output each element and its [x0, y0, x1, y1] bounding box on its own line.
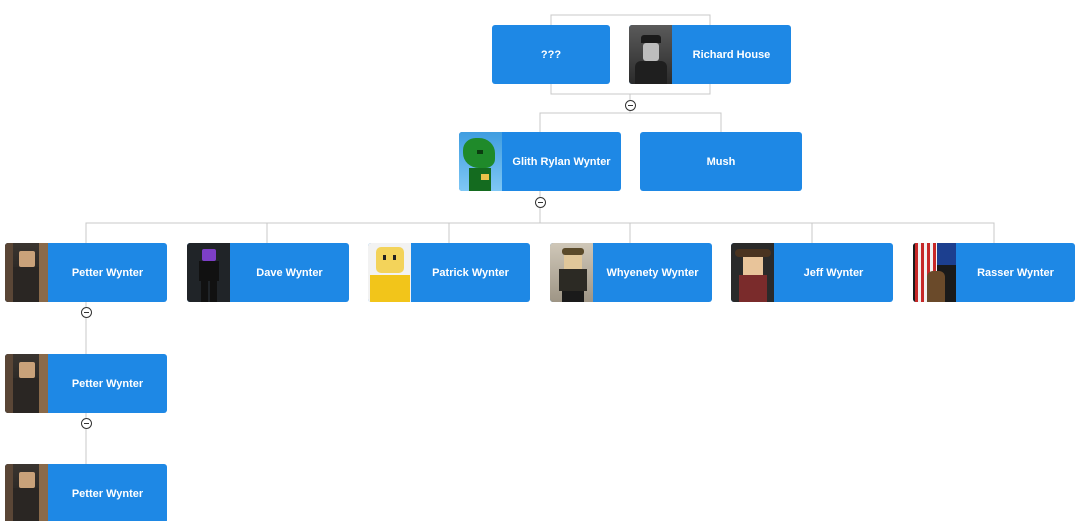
person-node-petter-wynter[interactable]: Petter Wynter — [5, 464, 167, 521]
couple-connector — [550, 14, 711, 25]
person-node-patrick-wynter[interactable]: Patrick Wynter — [368, 243, 530, 302]
person-node-petter-wynter[interactable]: Petter Wynter — [5, 354, 167, 413]
person-name: Richard House — [692, 48, 771, 61]
desert-soldier-avatar-icon — [550, 243, 593, 302]
collapse-toggle-icon[interactable] — [81, 418, 92, 429]
flag-avatar-icon — [913, 243, 956, 302]
person-node-jeff-wynter[interactable]: Jeff Wynter — [731, 243, 893, 302]
person-node-whyenety-wynter[interactable]: Whyenety Wynter — [550, 243, 712, 302]
person-node-mush[interactable]: Mush — [640, 132, 802, 191]
cowboy-avatar-icon — [731, 243, 774, 302]
person-name: ??? — [540, 48, 562, 61]
green-creature-avatar-icon — [459, 132, 502, 191]
sibling-connector — [85, 222, 995, 243]
purple-ninja-avatar-icon — [187, 243, 230, 302]
person-name: Petter Wynter — [71, 377, 144, 390]
person-name: Petter Wynter — [71, 266, 144, 279]
person-node-richard-house[interactable]: Richard House — [629, 25, 791, 84]
person-name: Patrick Wynter — [432, 266, 509, 279]
person-node-unknown[interactable]: ??? — [492, 25, 610, 84]
dark-figure-avatar-icon — [5, 243, 48, 302]
person-node-dave-wynter[interactable]: Dave Wynter — [187, 243, 349, 302]
collapse-toggle-icon[interactable] — [81, 307, 92, 318]
descent-connector — [539, 110, 722, 132]
dark-figure-avatar-icon — [5, 354, 48, 413]
person-node-petter-wynter[interactable]: Petter Wynter — [5, 243, 167, 302]
person-name: Petter Wynter — [71, 487, 144, 500]
person-name: Dave Wynter — [256, 266, 323, 279]
person-name: Whyenety Wynter — [606, 266, 699, 279]
police-officer-avatar-icon — [629, 25, 672, 84]
dark-figure-avatar-icon — [5, 464, 48, 521]
person-name: Glith Rylan Wynter — [512, 155, 611, 168]
person-name: Mush — [706, 155, 736, 168]
collapse-toggle-icon[interactable] — [535, 197, 546, 208]
yellow-noob-avatar-icon — [368, 243, 411, 302]
person-name: Jeff Wynter — [803, 266, 864, 279]
person-node-glith-rylan-wynter[interactable]: Glith Rylan Wynter — [459, 132, 621, 191]
person-name: Rasser Wynter — [977, 266, 1054, 279]
couple-connector — [550, 84, 711, 95]
person-node-rasser-wynter[interactable]: Rasser Wynter — [913, 243, 1075, 302]
collapse-toggle-icon[interactable] — [625, 100, 636, 111]
